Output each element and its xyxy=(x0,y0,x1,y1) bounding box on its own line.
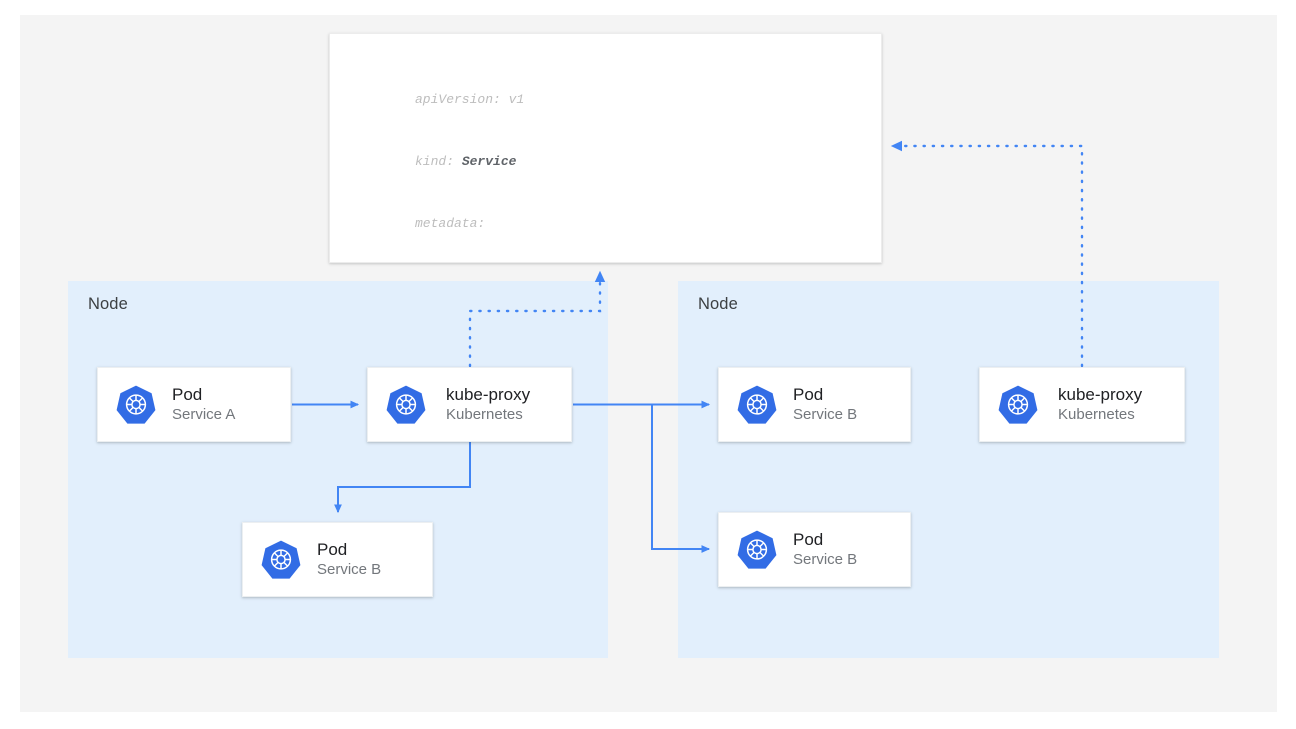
service-yaml-manifest: apiVersion: v1 kind: Service metadata: n… xyxy=(329,33,882,263)
kubernetes-logo-icon xyxy=(735,528,779,572)
card-title: Pod xyxy=(793,385,824,405)
card-pod-service-b-remote-bottom[interactable]: Pod Service B xyxy=(718,512,911,587)
card-title: kube-proxy xyxy=(446,385,531,405)
yaml-line-metadata: metadata: xyxy=(415,215,486,231)
card-title: Pod xyxy=(317,540,348,560)
kubernetes-logo-icon xyxy=(384,383,428,427)
card-kube-proxy-right[interactable]: kube-proxy Kubernetes xyxy=(979,367,1185,442)
card-kube-proxy-right-labels: kube-proxy Kubernetes xyxy=(1058,384,1184,425)
card-subtitle: Service B xyxy=(317,561,382,579)
node-label-left: Node xyxy=(88,295,128,313)
card-subtitle: Service B xyxy=(793,551,858,569)
card-pod-service-b-local-labels: Pod Service B xyxy=(317,539,432,580)
card-pod-service-b-remote-top-labels: Pod Service B xyxy=(793,384,910,425)
card-kube-proxy-left-labels: kube-proxy Kubernetes xyxy=(446,384,571,425)
yaml-kind-key: kind: xyxy=(415,153,462,169)
kubernetes-logo-icon xyxy=(735,383,779,427)
card-kube-proxy-left[interactable]: kube-proxy Kubernetes xyxy=(367,367,572,442)
card-title: Pod xyxy=(172,385,203,405)
card-title: kube-proxy xyxy=(1058,385,1143,405)
yaml-kind-value: Service xyxy=(461,153,517,169)
card-title: Pod xyxy=(793,530,824,550)
card-pod-service-a-labels: Pod Service A xyxy=(172,384,290,425)
yaml-line-kind: kind: Service xyxy=(415,152,735,173)
node-label-right: Node xyxy=(698,295,738,313)
kubernetes-logo-icon xyxy=(114,383,158,427)
node-region-right: Node xyxy=(678,281,1219,658)
yaml-code-block: apiVersion: v1 kind: Service metadata: n… xyxy=(415,49,735,262)
card-pod-service-b-remote-bottom-labels: Pod Service B xyxy=(793,529,910,570)
card-subtitle: Kubernetes xyxy=(446,406,523,424)
kubernetes-logo-icon xyxy=(996,383,1040,427)
card-pod-service-a[interactable]: Pod Service A xyxy=(97,367,291,442)
yaml-line-apiversion: apiVersion: v1 xyxy=(415,92,525,108)
card-pod-service-b-local[interactable]: Pod Service B xyxy=(242,522,433,597)
card-pod-service-b-remote-top[interactable]: Pod Service B xyxy=(718,367,911,442)
kubernetes-logo-icon xyxy=(259,538,303,582)
card-subtitle: Kubernetes xyxy=(1058,406,1135,424)
card-subtitle: Service B xyxy=(793,406,858,424)
node-region-left: Node xyxy=(68,281,608,658)
card-subtitle: Service A xyxy=(172,406,236,424)
